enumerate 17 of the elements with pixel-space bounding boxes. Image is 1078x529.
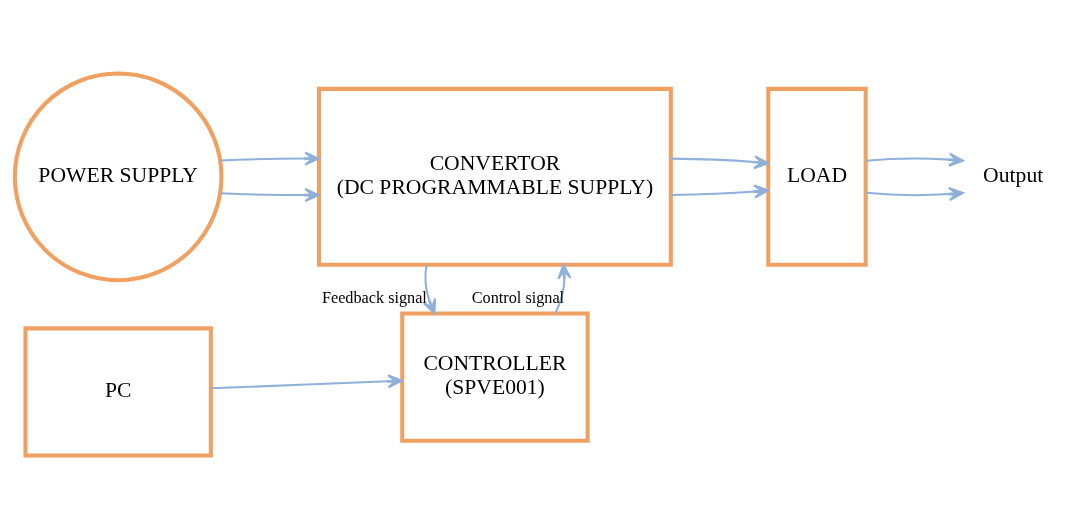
node-box: CONTROLLER (SPVE001) [400, 311, 590, 443]
node-text: Output [983, 162, 1044, 187]
arrow [866, 186, 964, 202]
arrow [866, 152, 964, 167]
arrow [422, 264, 436, 315]
edge-label: Control signal [471, 288, 565, 307]
arrow [220, 188, 320, 203]
node-box: PC [23, 326, 213, 458]
edge-label: Feedback signal [321, 288, 427, 307]
arrow [211, 374, 403, 390]
node-box: LOAD [766, 86, 868, 267]
node-box: CONVERTOR (DC PROGRAMMABLE SUPPLY) [317, 86, 673, 267]
arrow [670, 155, 770, 170]
node-circle: POWER SUPPLY [12, 71, 224, 283]
arrow [220, 151, 320, 166]
arrow [670, 184, 770, 199]
arrow [554, 263, 572, 314]
